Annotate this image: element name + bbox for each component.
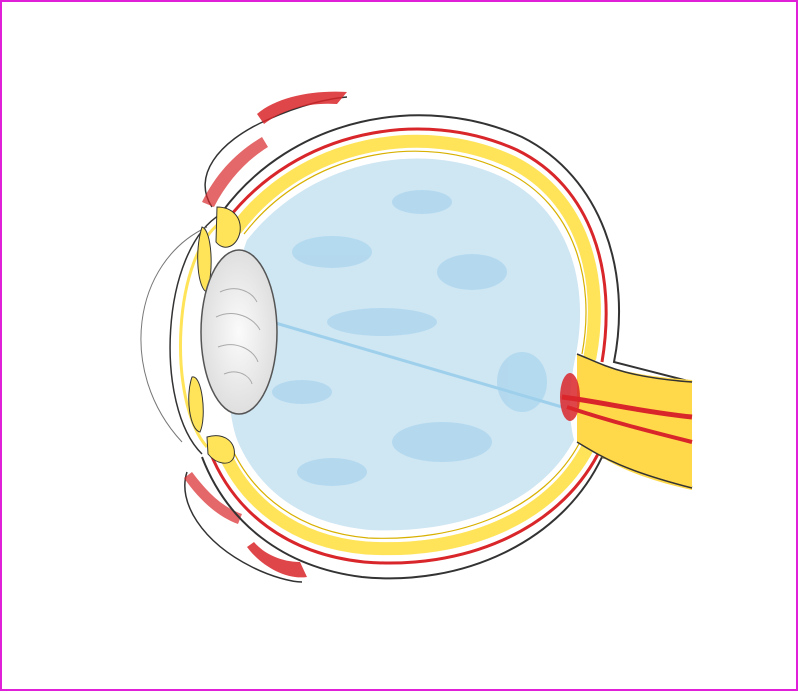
lens	[201, 250, 277, 414]
ciliary-body-upper	[216, 207, 240, 247]
vitreous-body	[228, 159, 580, 531]
superior-muscle	[257, 92, 347, 124]
iris-lower	[189, 377, 204, 432]
ciliary-body-lower	[207, 436, 234, 463]
